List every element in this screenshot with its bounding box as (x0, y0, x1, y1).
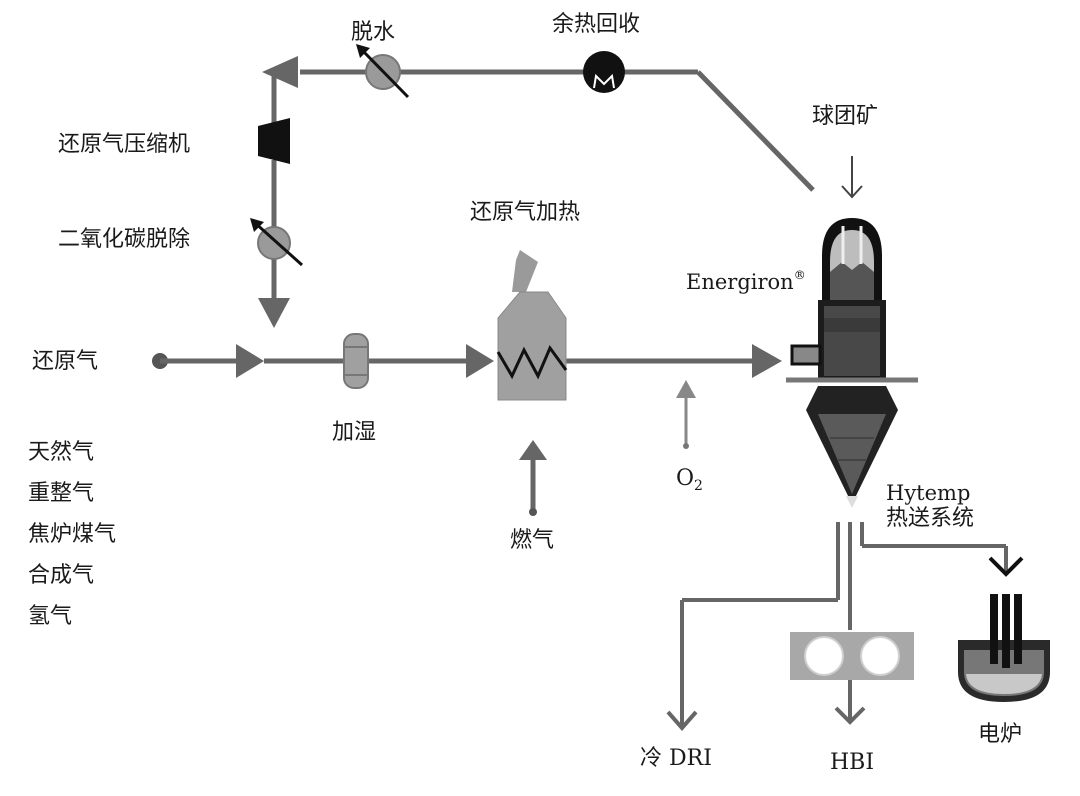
discharge-lines (666, 522, 1024, 732)
fuel-gas-label: 燃气 (510, 528, 555, 553)
down-arrow-to-main (258, 298, 290, 328)
hbi-label: HBI (830, 750, 875, 775)
gas-source-reformed-gas: 重整气 (28, 481, 95, 506)
gas-heater-icon (496, 250, 568, 401)
co2-removal-valve-icon (250, 218, 304, 267)
compressor-label: 还原气压缩机 (58, 132, 191, 157)
pellet-ore-label: 球团矿 (812, 104, 879, 129)
dewater-label: 脱水 (351, 20, 396, 45)
humidifier-icon (343, 333, 369, 389)
cold-dri-label: 冷 DRI (640, 746, 712, 771)
hytemp-system-label: 热送系统 (886, 506, 975, 531)
gas-source-coke-oven-gas: 焦炉煤气 (28, 522, 117, 547)
electric-furnace-icon (958, 594, 1050, 702)
gas-source-natural-gas: 天然气 (28, 440, 95, 465)
gas-heating-label: 还原气加热 (470, 200, 581, 225)
fuel-gas-inlet (519, 440, 547, 516)
energiron-reactor-icon (786, 218, 918, 508)
gas-source-hydrogen: 氢气 (28, 604, 73, 629)
gas-source-syngas: 合成气 (28, 563, 95, 588)
eaf-label: 电炉 (978, 722, 1023, 747)
humidify-label: 加湿 (332, 420, 377, 445)
oxygen-label: O2 (676, 466, 703, 494)
reducing-gas-label: 还原气 (32, 349, 99, 374)
oxygen-inlet (676, 380, 696, 449)
pellet-feed-arrow (841, 156, 863, 199)
compressor-icon (258, 118, 290, 164)
arrow-to-reactor (752, 344, 782, 378)
dewatering-valve-icon (356, 44, 410, 99)
heat-recovery-label: 余热回收 (552, 12, 641, 37)
hytemp-label: Hytemp (886, 481, 971, 505)
heat-recovery-icon (583, 51, 625, 93)
main-gas-line (152, 344, 782, 378)
co2-removal-label: 二氧化碳脱除 (58, 227, 191, 252)
recycle-arrow-left (262, 56, 298, 88)
hbi-briquetting-icon (790, 632, 914, 680)
reactor-label: Energiron® (686, 268, 806, 294)
